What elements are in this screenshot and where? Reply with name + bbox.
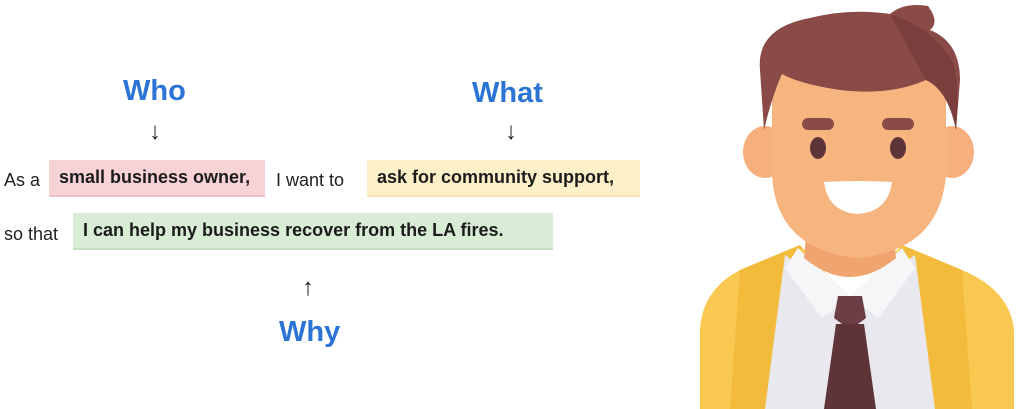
- who-highlight-chip: small business owner,: [49, 160, 265, 197]
- who-heading: Who: [123, 75, 186, 107]
- what-heading: What: [472, 77, 543, 109]
- businessman-avatar-icon: [700, 5, 1014, 409]
- why-heading: Why: [279, 316, 341, 348]
- what-highlight-chip: ask for community support,: [367, 160, 640, 197]
- why-highlight-chip: I can help my business recover from the …: [73, 213, 553, 250]
- sentence-middle-i-want-to: I want to: [276, 170, 345, 190]
- why-text: I can help my business recover from the …: [83, 220, 504, 240]
- what-down-arrow-icon: ↓: [505, 118, 517, 145]
- why-up-arrow-icon: ↑: [302, 274, 314, 301]
- what-text: ask for community support,: [377, 167, 615, 187]
- who-down-arrow-icon: ↓: [149, 118, 161, 145]
- sentence-prefix-as-a: As a: [4, 170, 41, 190]
- who-text: small business owner,: [59, 167, 251, 187]
- sentence-prefix-so-that: so that: [4, 224, 59, 244]
